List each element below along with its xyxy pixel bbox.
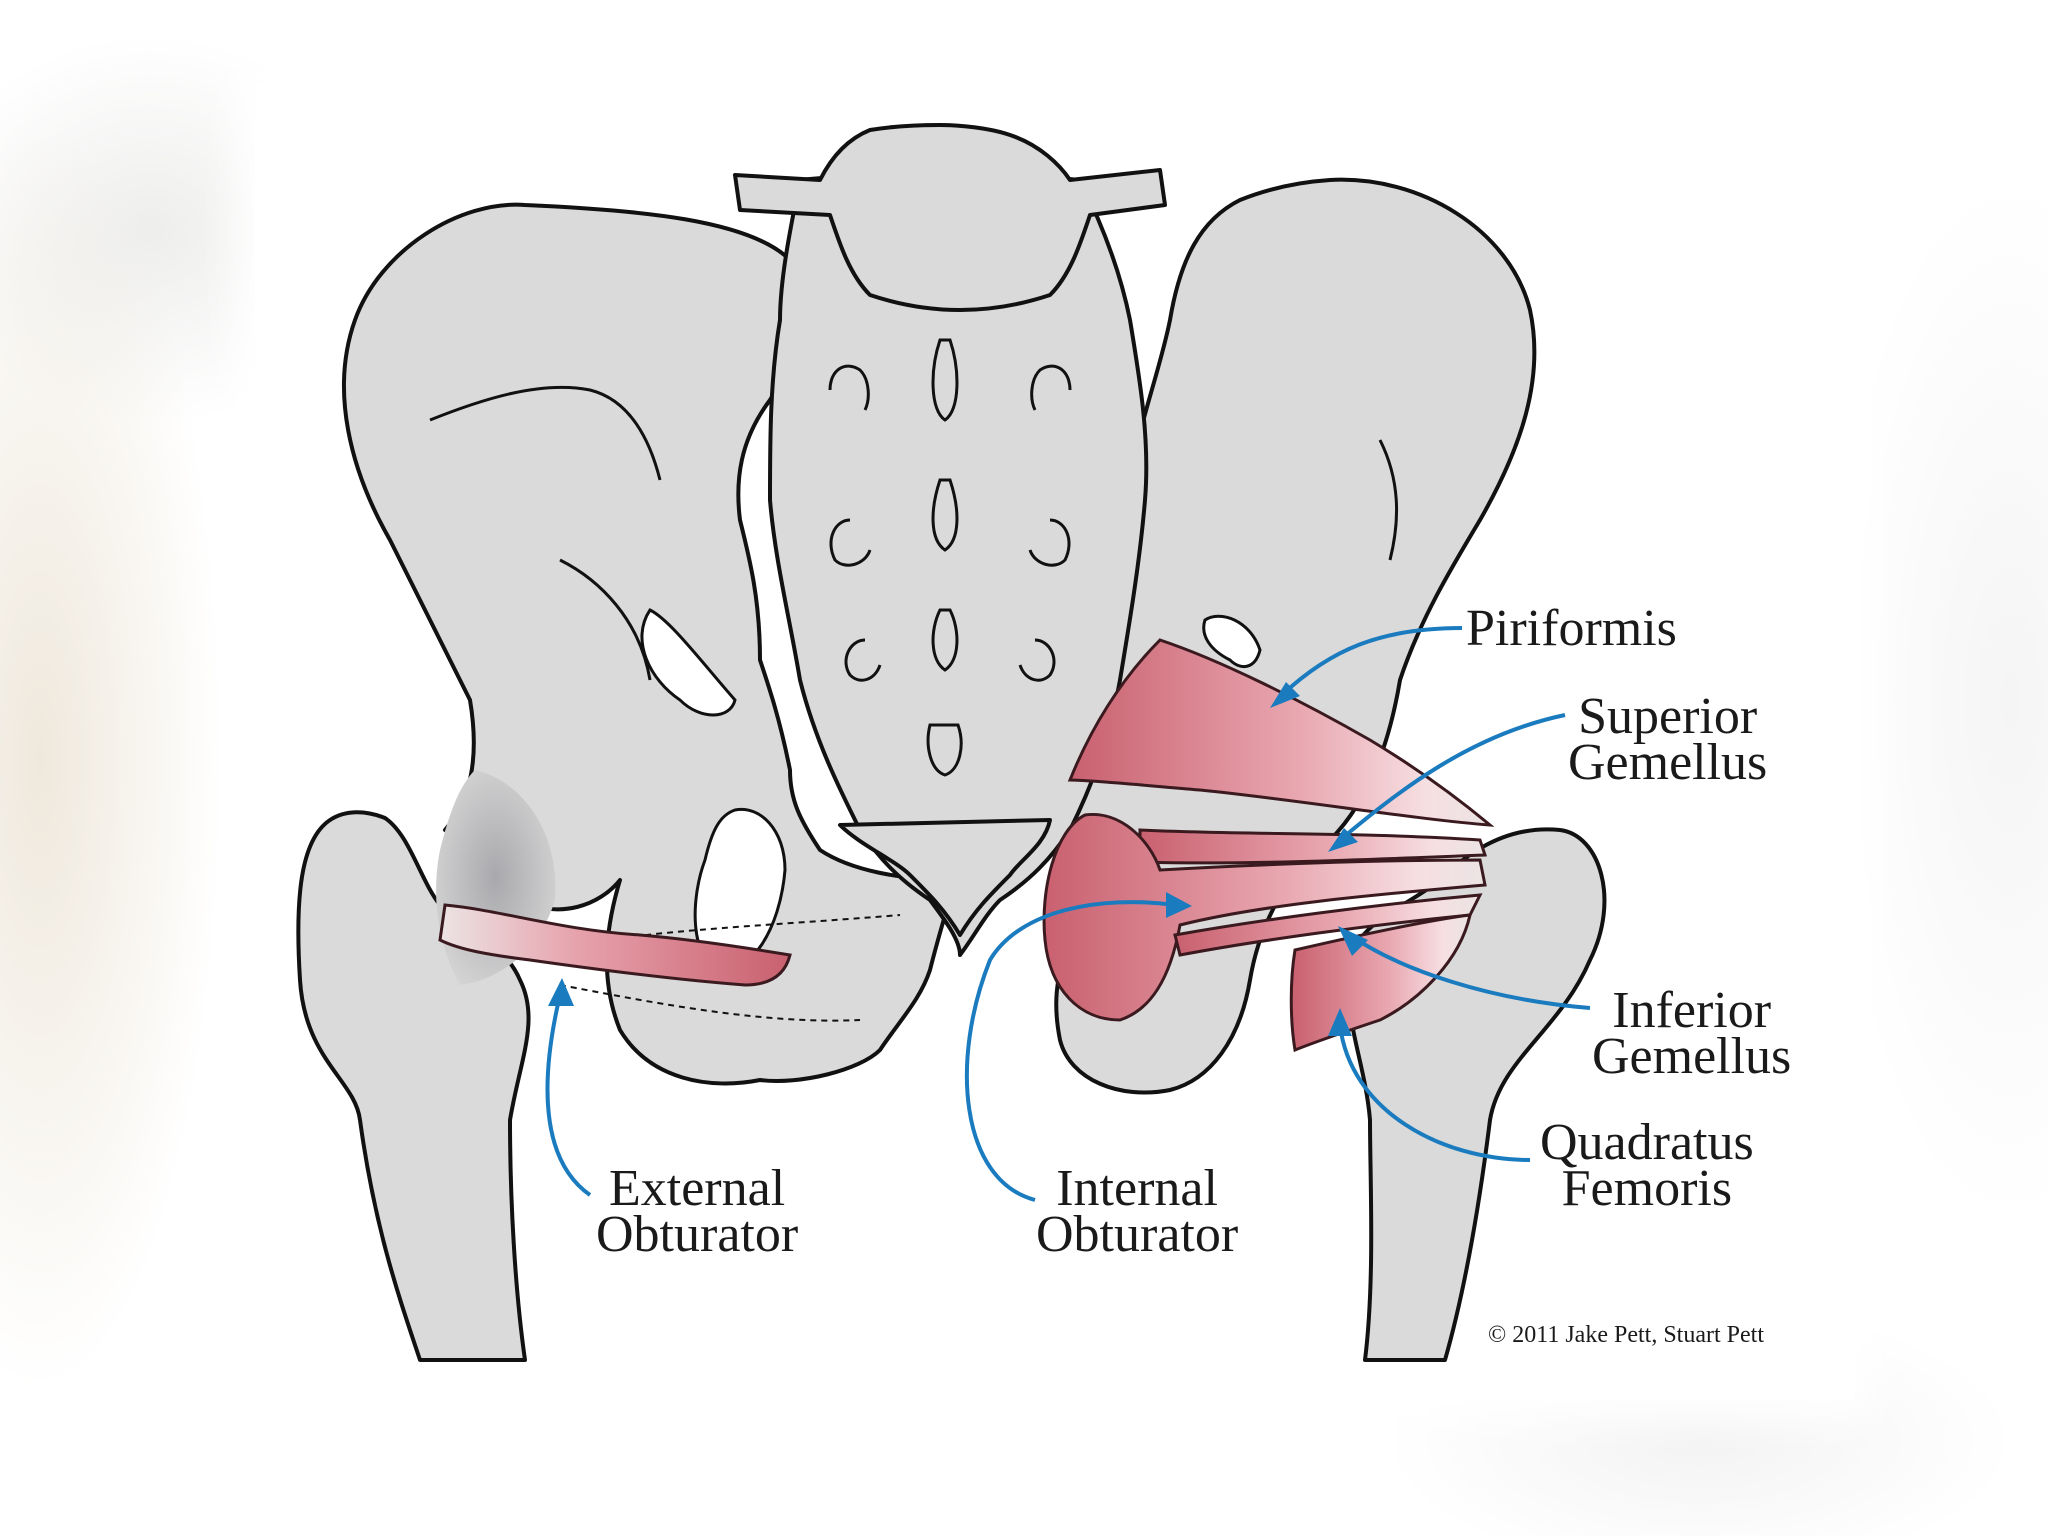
label-superior-gemellus: Superior Gemellus (1568, 694, 1767, 786)
label-quadratus-femoris-line2: Femoris (1540, 1166, 1754, 1212)
label-external-obturator-line2: Obturator (596, 1212, 798, 1258)
external-obturator-arrow (548, 995, 590, 1195)
label-inferior-gemellus: Inferior Gemellus (1592, 988, 1791, 1080)
label-external-obturator: External Obturator (596, 1166, 798, 1258)
bones (298, 125, 1604, 1360)
label-internal-obturator: Internal Obturator (1036, 1166, 1238, 1258)
label-quadratus-femoris: Quadratus Femoris (1540, 1120, 1754, 1212)
label-piriformis-text: Piriformis (1466, 606, 1677, 652)
label-piriformis: Piriformis (1466, 606, 1677, 652)
superior-gemellus-muscle (1140, 830, 1485, 863)
external-obturator-arrowhead (548, 978, 574, 1006)
label-internal-obturator-line2: Obturator (1036, 1212, 1238, 1258)
copyright-notice: © 2011 Jake Pett, Stuart Pett (1488, 1322, 1764, 1349)
label-inferior-gemellus-line2: Gemellus (1592, 1034, 1791, 1080)
label-superior-gemellus-line2: Gemellus (1568, 740, 1767, 786)
